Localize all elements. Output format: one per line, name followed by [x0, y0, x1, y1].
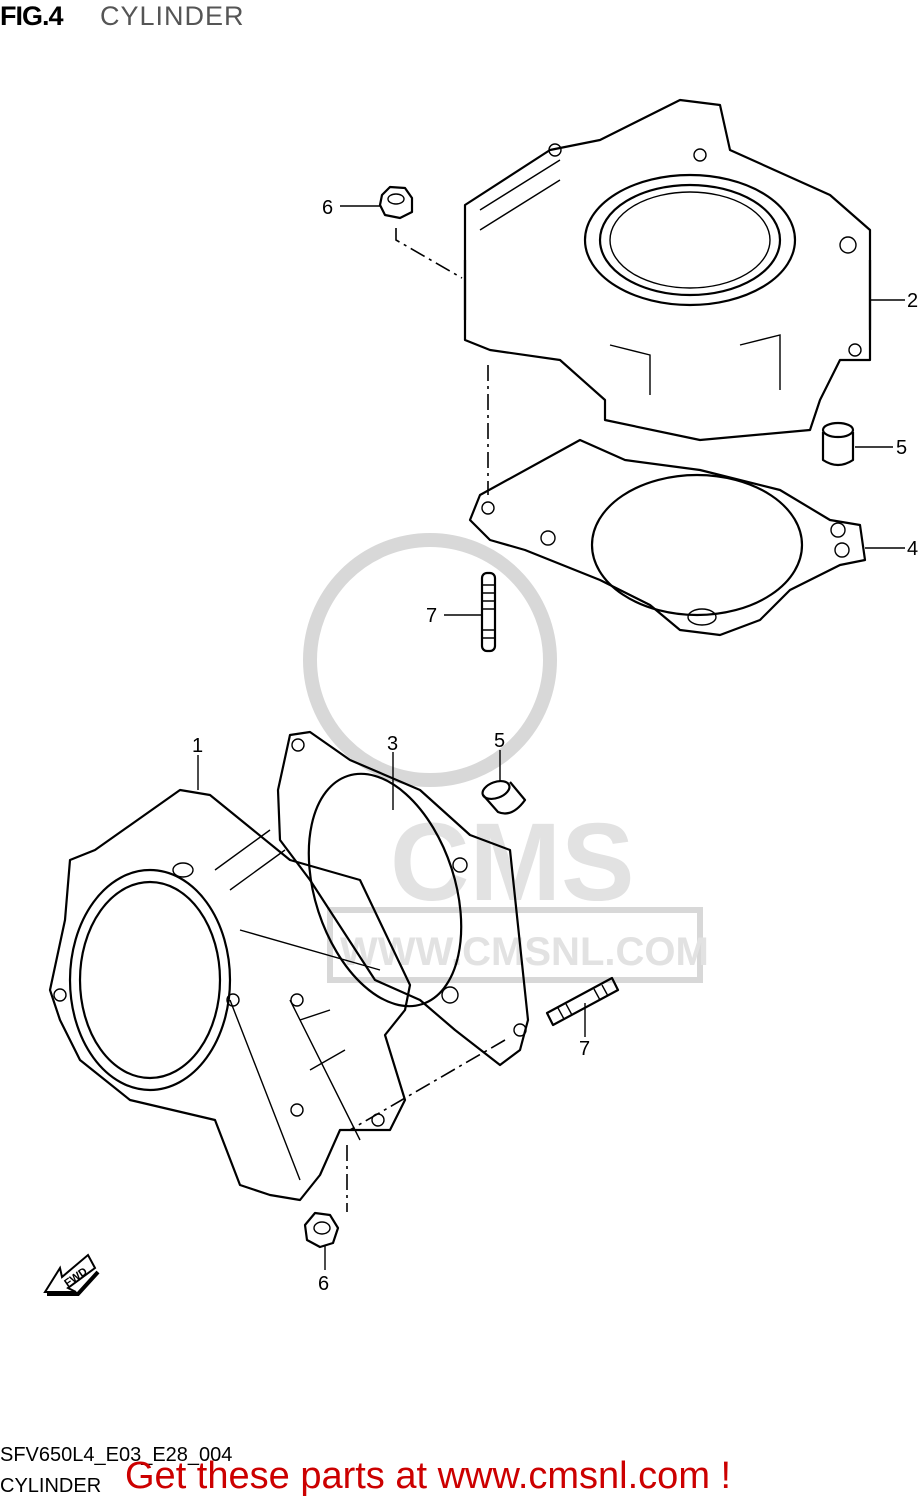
dowel-part-5-top[interactable] — [821, 421, 855, 467]
cylinder-part-2[interactable] — [463, 98, 872, 442]
gasket-part-3[interactable] — [276, 730, 530, 1067]
callout-5-bottom: 5 — [494, 730, 505, 752]
figure-number: FIG.4 — [0, 1, 64, 31]
gasket-part-4[interactable] — [468, 438, 867, 637]
callout-7-bottom: 7 — [579, 1038, 590, 1060]
nut-part-6-bottom[interactable] — [303, 1211, 340, 1249]
stud-part-7-bottom[interactable] — [545, 976, 620, 1027]
stud-part-7-top[interactable] — [480, 571, 497, 653]
cylinder-part-1[interactable] — [48, 788, 412, 1202]
callout-6-bottom: 6 — [318, 1273, 329, 1295]
page-title: CYLINDER — [100, 1, 245, 31]
dowel-part-5-bottom[interactable] — [480, 778, 527, 815]
diagram-code: SFV650L4_E03_E28_004 — [0, 1444, 233, 1466]
callout-5-top: 5 — [896, 437, 907, 459]
callout-7-top: 7 — [426, 605, 437, 627]
nut-part-6-top[interactable] — [378, 185, 414, 220]
callout-3: 3 — [387, 733, 398, 755]
leader-lines — [197, 205, 905, 1270]
callout-2: 2 — [907, 290, 918, 312]
section-name: CYLINDER — [0, 1475, 102, 1497]
callout-6-top: 6 — [322, 197, 333, 219]
callout-4: 4 — [907, 538, 918, 560]
promo-link[interactable]: Get these parts at www.cmsnl.com ! — [125, 1455, 732, 1497]
forward-arrow-icon: FWD — [43, 1253, 100, 1296]
cmsnl-watermark: CMS WWW.CMSNL.COM — [303, 533, 709, 983]
callout-1: 1 — [192, 735, 203, 757]
